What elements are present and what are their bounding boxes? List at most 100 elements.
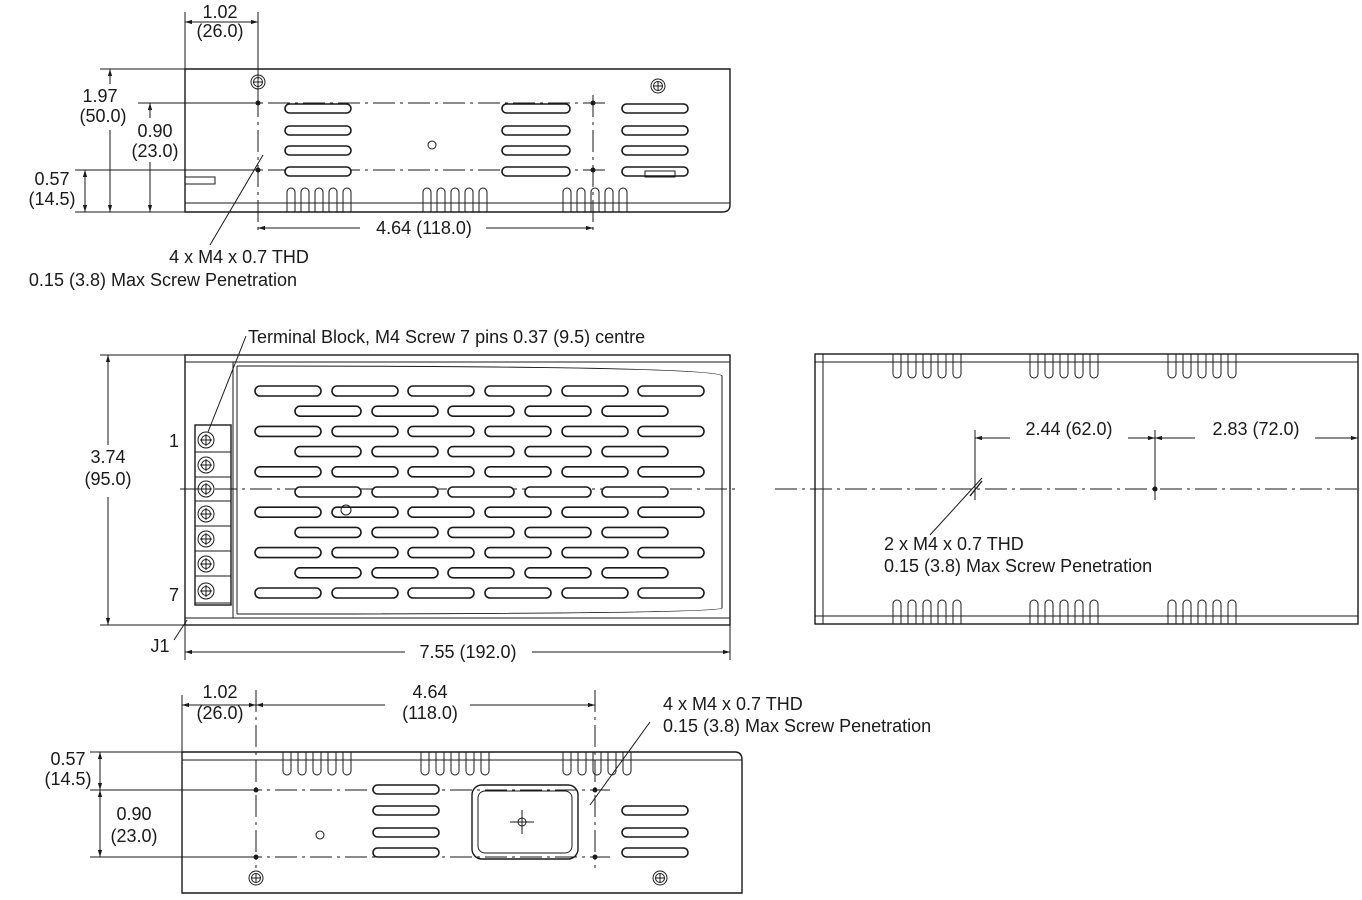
vent-slot <box>621 145 689 156</box>
dim-height-mm: (50.0) <box>79 106 126 126</box>
vent-fin <box>607 752 617 776</box>
vent-slot <box>254 506 322 519</box>
terminal-screw-cross <box>200 483 212 495</box>
vent-slot <box>371 405 439 418</box>
screw-icon <box>650 78 666 94</box>
screw-icon <box>251 873 261 883</box>
vent-slot <box>637 425 705 438</box>
vent-fin <box>282 752 292 776</box>
vent-slot <box>371 445 439 458</box>
vent-slot <box>331 587 399 599</box>
vent-slot <box>284 125 352 136</box>
vent-fin <box>590 187 600 212</box>
vent-slot <box>407 546 475 559</box>
label-tab <box>644 170 676 178</box>
vent-slot <box>254 587 322 599</box>
enclosure-outline <box>184 68 731 213</box>
vent-slot <box>284 166 352 177</box>
terminal-screw-cross <box>200 533 212 545</box>
hole-mark <box>253 787 259 793</box>
dim-hole-offset-in: 0.57 <box>50 749 85 769</box>
vent-fin <box>1029 599 1039 624</box>
dim-width-mm: (26.0) <box>196 21 243 41</box>
terminal-screw-cross <box>200 508 212 520</box>
vent-fin <box>422 187 432 212</box>
vent-slot <box>601 566 669 579</box>
vent-fin <box>592 752 602 776</box>
note-thread: 4 x M4 x 0.7 THD <box>169 247 309 267</box>
vent-fin <box>907 354 917 379</box>
vent-slot <box>447 405 515 418</box>
terminal-screw-icon <box>197 582 215 600</box>
hole-mark <box>590 167 596 173</box>
leader-line <box>209 154 264 246</box>
vent-fin <box>478 187 488 212</box>
dim-hole-pitch: 4.64 (118.0) <box>376 218 472 238</box>
screw-icon <box>655 873 665 883</box>
terminal-screw-cross <box>200 434 212 446</box>
vent-slot <box>501 103 571 114</box>
vent-fin <box>1227 354 1237 379</box>
vent-fin <box>952 599 962 624</box>
screw-icon <box>248 870 264 886</box>
terminal-screw-cross <box>200 459 212 471</box>
vent-fin <box>922 599 932 624</box>
vent-fin <box>937 599 947 624</box>
vent-fin <box>922 354 932 379</box>
vent-slot <box>524 405 592 418</box>
dim-hole-offset-mm: (14.5) <box>44 769 91 789</box>
vent-slot <box>621 103 689 114</box>
hole-mark <box>255 167 261 173</box>
vent-slot <box>371 526 439 539</box>
vent-slot <box>447 526 515 539</box>
vent-slot <box>524 486 592 498</box>
vent-slot <box>501 125 571 136</box>
vent-fin <box>1197 599 1207 624</box>
screw-cross <box>252 874 260 882</box>
vent-slot <box>621 125 689 136</box>
vent-slot <box>561 385 629 397</box>
vent-slot <box>331 385 399 397</box>
vent-slot <box>294 526 362 539</box>
hole-mark <box>592 854 598 860</box>
hole <box>315 830 325 840</box>
screw-icon <box>652 870 668 886</box>
vent-fin <box>1182 354 1192 379</box>
vent-fin <box>562 187 572 212</box>
vent-fin <box>1074 354 1084 379</box>
vent-slot <box>294 486 362 498</box>
vent-fin <box>952 354 962 379</box>
vent-fin <box>1059 354 1069 379</box>
dim-pitch-mm: (118.0) <box>402 703 458 723</box>
vent-slot <box>561 465 629 478</box>
dim-hole-spacing-mm: (23.0) <box>131 141 178 161</box>
screw-icon <box>653 81 663 91</box>
vent-fin <box>465 752 475 776</box>
vent-fin <box>937 354 947 379</box>
vent-slot <box>371 566 439 579</box>
vent-fin <box>1074 599 1084 624</box>
screw-cross <box>254 78 262 86</box>
vent-fin <box>1044 599 1054 624</box>
vent-slot <box>254 546 322 559</box>
vent-slot <box>254 425 322 438</box>
hole-mark <box>592 787 598 793</box>
dim-left: 2.44 (62.0) <box>1025 419 1112 439</box>
screw-icon <box>253 77 263 87</box>
vent-fin <box>892 599 902 624</box>
vent-slot <box>637 546 705 559</box>
vent-fin <box>604 187 614 212</box>
vent-fin <box>342 752 352 776</box>
vent-fin <box>1059 599 1069 624</box>
vent-slot <box>524 445 592 458</box>
vent-fin <box>1089 354 1099 379</box>
vent-fin <box>907 599 917 624</box>
vent-fin <box>464 187 474 212</box>
dim-pitch-in: 4.64 <box>412 682 447 702</box>
pin-first-label: 1 <box>169 431 179 451</box>
dim-width-in: 1.02 <box>202 682 237 702</box>
vent-fin <box>1167 599 1177 624</box>
vent-slot <box>484 587 552 599</box>
vent-slot <box>331 465 399 478</box>
